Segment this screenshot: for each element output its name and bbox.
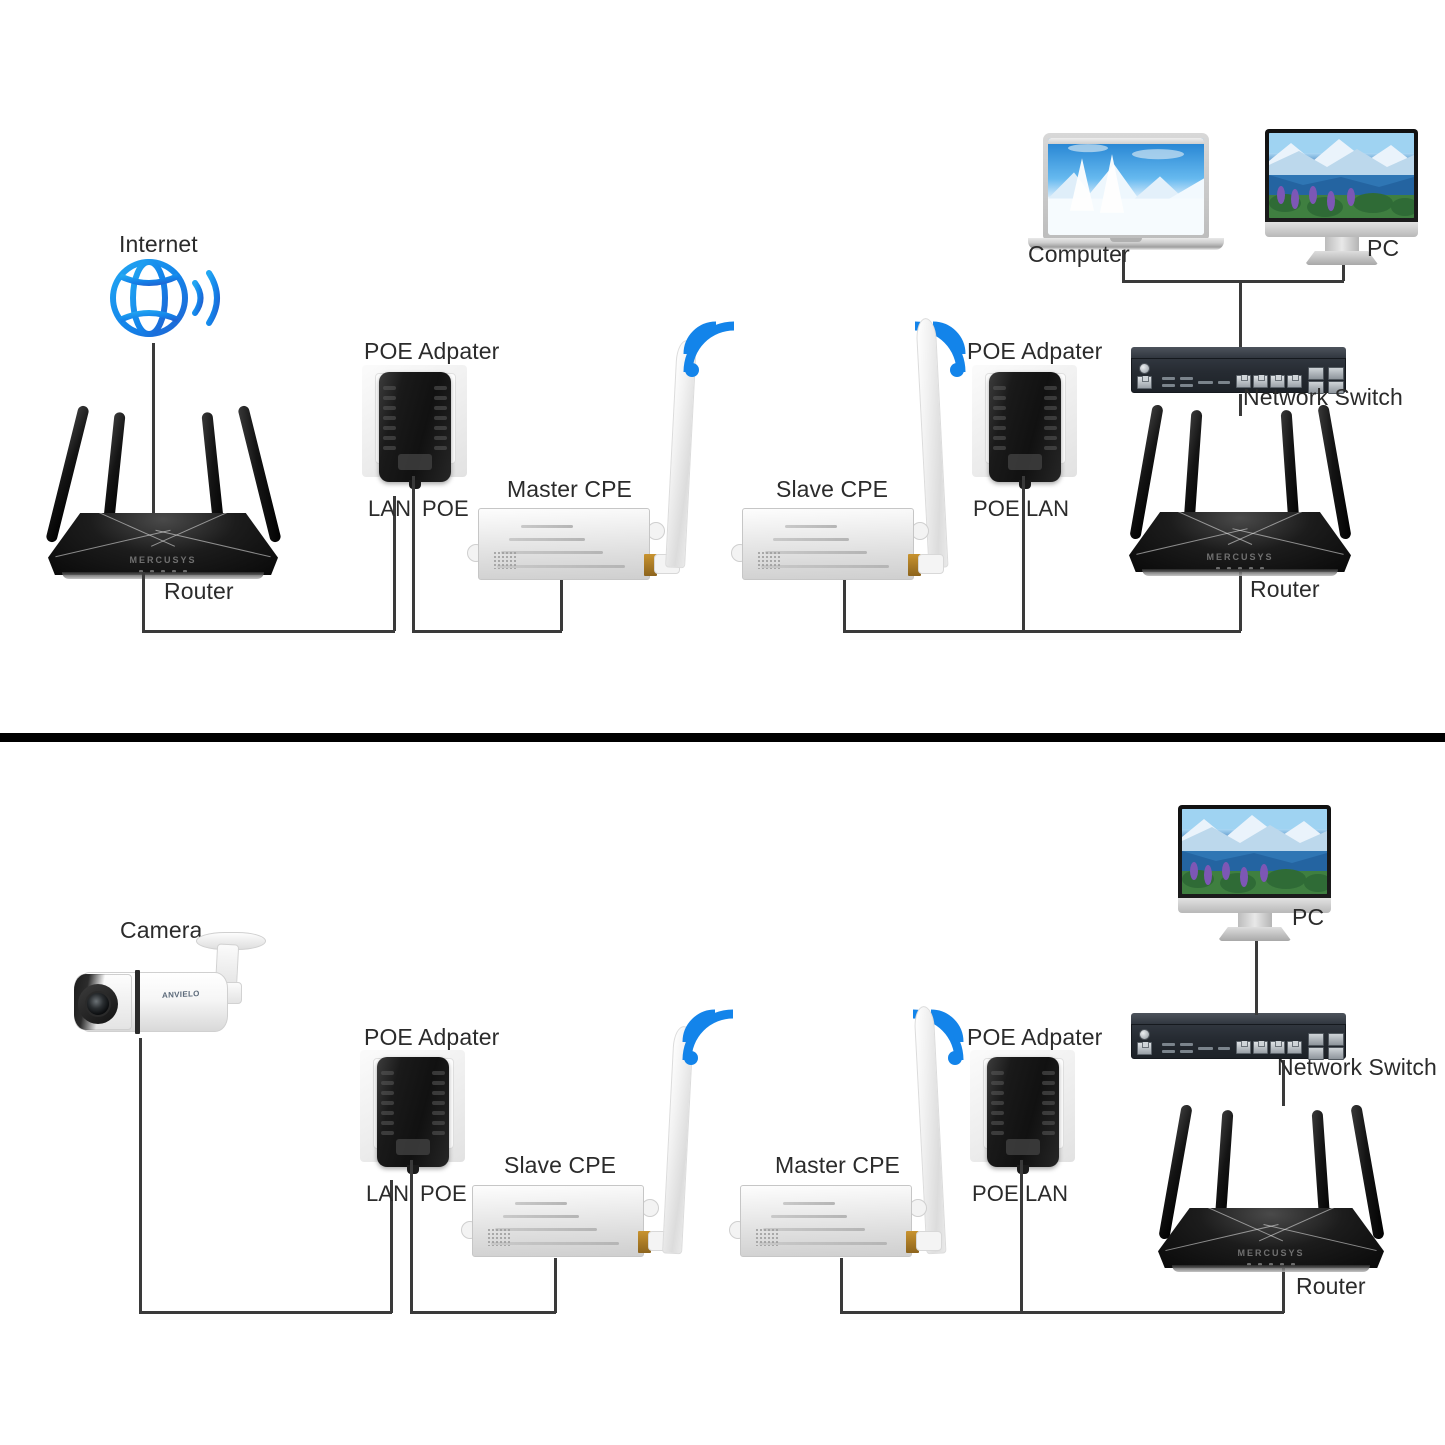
wire-master-cpe-bottom-to-poe <box>840 1311 1022 1314</box>
slave-cpe-device <box>731 508 944 582</box>
master-cpe-device <box>467 508 680 582</box>
poe-right-bottom-label: POE <box>972 1181 1019 1206</box>
master-cpe-bottom-device <box>729 1185 942 1259</box>
wire-camera-to-bus <box>139 1311 392 1314</box>
master-cpe-label: Master CPE <box>507 476 632 502</box>
pc-label: PC <box>1367 235 1400 261</box>
laptop-computer-device <box>1028 133 1224 250</box>
network-switch-bottom-label: Network Switch <box>1277 1054 1437 1080</box>
section-divider <box>0 733 1445 742</box>
wifi-signal-left-icon <box>680 318 752 380</box>
poe-adapter-right-device <box>972 365 1077 489</box>
slave-cpe-bottom-label: Slave CPE <box>504 1152 617 1178</box>
router-right-label: Router <box>1250 576 1320 602</box>
globe-wifi-icon <box>105 253 223 343</box>
wire-lan-right-bottom-to-router <box>1020 1311 1284 1314</box>
router-right-device: MERCUSYS <box>1129 400 1352 576</box>
lan-right-bottom-label: LAN <box>1025 1181 1069 1206</box>
poe-adapter-left-device <box>362 365 467 489</box>
wire-poe-left-bottom-to-cpe <box>410 1311 556 1314</box>
camera-label: Camera <box>120 917 203 943</box>
wire-poe-left-down <box>412 476 415 631</box>
wire-master-cpe-down <box>560 580 563 631</box>
pc-bottom-label: PC <box>1292 904 1325 930</box>
wire-lan-left-bottom-up <box>390 1180 393 1313</box>
poe-adapter-left-bottom-label: POE Adpater <box>364 1024 500 1050</box>
wire-poe-left-to-cpe <box>412 630 562 633</box>
router-left-label: Router <box>164 578 234 604</box>
wire-lan-left-up <box>393 496 396 631</box>
wifi-signal-left-bottom-icon <box>679 1006 751 1068</box>
wire-camera-down <box>139 1038 142 1313</box>
slave-cpe-bottom-device <box>461 1185 674 1259</box>
wire-poe-left-bottom-down <box>410 1160 413 1313</box>
router-left-device: MERCUSYS <box>45 400 282 579</box>
router-bottom-label: Router <box>1296 1273 1366 1299</box>
wire-pc-bottom-down <box>1255 915 1258 1015</box>
internet-label: Internet <box>119 231 198 257</box>
computer-label: Computer <box>1028 241 1130 267</box>
poe-adapter-right-bottom-device <box>970 1050 1075 1174</box>
lan-left-bottom-label: LAN <box>366 1181 410 1206</box>
poe-adapter-right-bottom-label: POE Adpater <box>967 1024 1103 1050</box>
wire-computer-down <box>1122 240 1125 281</box>
pc-monitor-bottom-device <box>1178 805 1331 941</box>
wire-lan-right-bottom-down <box>1020 1160 1023 1313</box>
lan-right-label: LAN <box>1026 496 1070 521</box>
network-switch-bottom-device <box>1131 1013 1346 1060</box>
wire-master-cpe-bottom-down <box>840 1258 843 1313</box>
poe-adapter-left-bottom-device <box>360 1050 465 1174</box>
wire-router-to-switch <box>1239 394 1242 416</box>
poe-left-bottom-label: POE <box>420 1181 467 1206</box>
network-switch-top-device <box>1131 347 1346 394</box>
wire-slave-cpe-bottom-down <box>554 1258 557 1313</box>
wire-internet-to-router <box>152 343 155 543</box>
master-cpe-bottom-label: Master CPE <box>775 1152 900 1178</box>
network-switch-top-label: Network Switch <box>1243 384 1403 410</box>
wire-lan-right-down <box>1022 476 1025 631</box>
wire-router-left-right <box>142 630 395 633</box>
wire-router-right-down <box>1239 570 1242 631</box>
poe-right-label: POE <box>973 496 1020 521</box>
wire-switch-up-top <box>1239 281 1242 347</box>
wire-router-bottom-down <box>1282 1262 1285 1313</box>
poe-left-label: POE <box>422 496 469 521</box>
poe-adapter-left-label: POE Adpater <box>364 338 500 364</box>
wire-slave-cpe-to-poe <box>843 630 1023 633</box>
lan-left-label: LAN <box>368 496 412 521</box>
wire-router-bottom-to-switch <box>1282 1060 1285 1106</box>
slave-cpe-label: Slave CPE <box>776 476 889 502</box>
router-bottom-device: MERCUSYS <box>1158 1100 1385 1272</box>
wire-router-left-down <box>142 572 145 631</box>
wire-switch-bus-top <box>1122 280 1344 283</box>
wire-slave-cpe-down <box>843 580 846 631</box>
bullet-camera-device: ANVIELO <box>68 930 268 1040</box>
wire-lan-right-to-router <box>1022 630 1241 633</box>
pc-monitor-device <box>1265 129 1418 265</box>
poe-adapter-right-label: POE Adpater <box>967 338 1103 364</box>
